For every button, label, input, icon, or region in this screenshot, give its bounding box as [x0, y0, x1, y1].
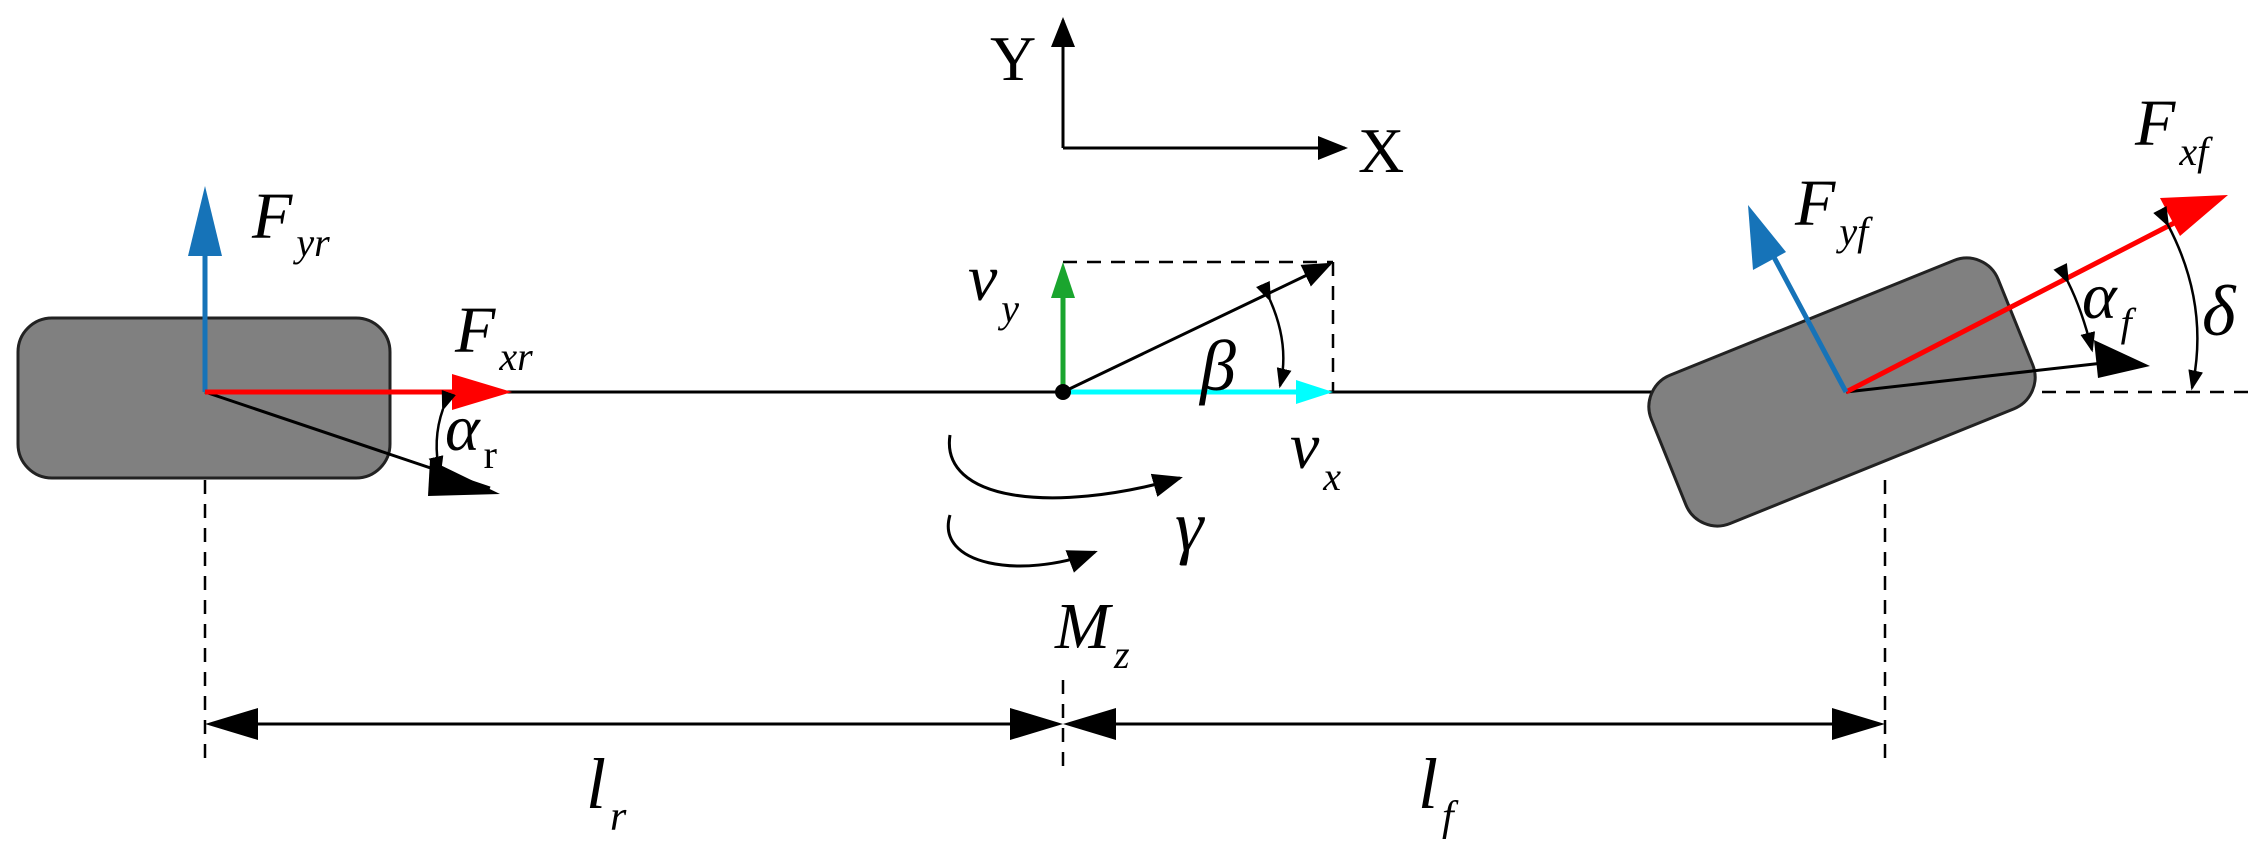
fyr-arrowhead — [188, 186, 222, 256]
x-axis-label: X — [1358, 115, 1404, 186]
label-gamma: γ — [1175, 486, 1205, 566]
label-l-f: lf — [1418, 744, 1459, 840]
label-l-r: lr — [586, 744, 627, 840]
fxf-arrow — [1844, 217, 2182, 395]
gamma-arrow — [947, 434, 1183, 500]
rear-wheel — [16, 186, 512, 496]
beta-arc — [1256, 280, 1292, 389]
fyf-arrow — [1765, 244, 1849, 394]
fxr-arrowhead — [452, 374, 512, 410]
vx-arrowhead — [1296, 380, 1333, 404]
alpha-f-arc — [2053, 262, 2096, 353]
label-beta: β — [1198, 326, 1236, 406]
vy-arrowhead — [1051, 262, 1075, 298]
fyf-arrowhead — [1748, 205, 1786, 270]
velocity-vector — [1062, 262, 1333, 394]
coordinate-axes: Y X — [990, 17, 1404, 186]
lf-right-arrowhead — [1832, 708, 1885, 740]
mz-arrow — [946, 514, 1098, 573]
lr-right-arrowhead — [1010, 708, 1063, 740]
front-wheel-body — [1647, 256, 2037, 528]
y-axis-label: Y — [990, 23, 1036, 94]
front-velocity-arrowhead — [2094, 340, 2150, 378]
wheelbase-dimensions — [203, 480, 1887, 760]
lr-left-arrowhead — [205, 708, 258, 740]
alpha-r-arc — [428, 389, 456, 477]
cg-point — [1055, 384, 1071, 400]
front-wheel-velocity-arrow — [1845, 358, 2131, 394]
label-delta: δ — [2202, 271, 2237, 351]
lf-left-arrowhead — [1063, 708, 1116, 740]
front-wheel — [1647, 195, 2228, 528]
center-of-gravity — [946, 260, 1335, 770]
delta-arc — [2153, 206, 2204, 391]
